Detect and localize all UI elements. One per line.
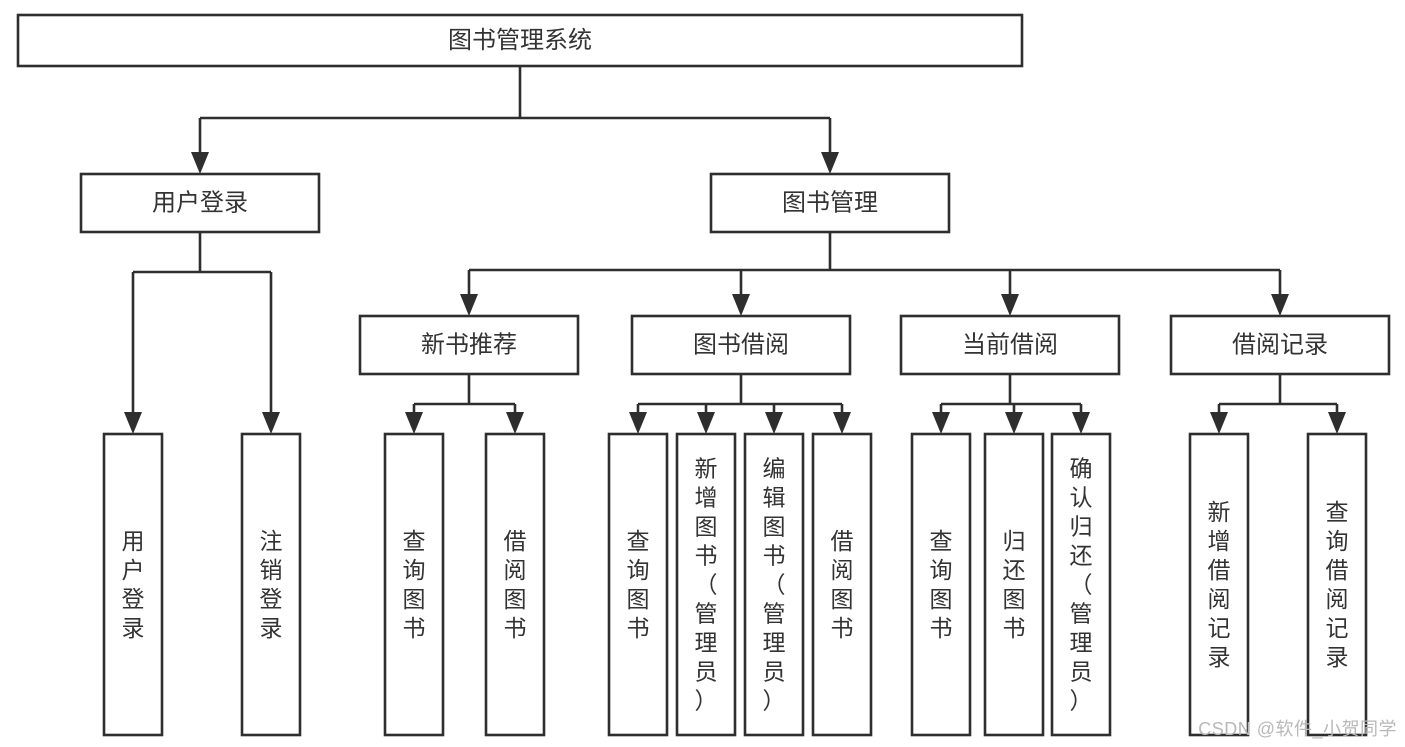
node-box-leaf-confirm-return-admin[interactable] xyxy=(1050,432,1112,737)
node-label-leaf-query-book-current: 查询图书 xyxy=(930,528,953,641)
node-leaf-query-book-recommend[interactable]: 查询图书 xyxy=(383,432,445,737)
node-root[interactable]: 图书管理系统 xyxy=(16,13,1024,68)
node-box-leaf-return-book[interactable] xyxy=(983,432,1045,737)
node-box-leaf-borrow-book[interactable] xyxy=(811,432,873,737)
node-leaf-add-borrow-record[interactable]: 新增借阅记录 xyxy=(1188,432,1250,737)
arrow-head-book-borrow-to-leafB xyxy=(697,412,715,434)
node-layer: 图书管理系统用户登录图书管理新书推荐图书借阅当前借阅借阅记录用户登录注销登录查询… xyxy=(16,13,1391,737)
node-book-borrow[interactable]: 图书借阅 xyxy=(630,314,852,376)
node-box-user-login[interactable] xyxy=(79,172,321,234)
node-box-root[interactable] xyxy=(16,13,1024,68)
node-label-book-management: 图书管理 xyxy=(782,189,878,216)
arrow-head-book-borrow-to-leafC xyxy=(765,412,783,434)
node-label-user-login: 用户登录 xyxy=(152,189,248,216)
node-box-new-book-recommend[interactable] xyxy=(358,314,580,376)
node-label-leaf-return-book: 归还图书 xyxy=(1003,528,1026,641)
node-label-root: 图书管理系统 xyxy=(448,27,592,54)
node-label-leaf-add-borrow-record: 新增借阅记录 xyxy=(1208,499,1231,670)
node-box-leaf-query-book-borrow[interactable] xyxy=(607,432,669,737)
arrow-head-book-mgmt-to-new-book xyxy=(460,294,478,316)
node-box-leaf-edit-book-admin[interactable] xyxy=(743,432,805,737)
node-label-leaf-add-book-admin: 新增图书（管理员） xyxy=(695,456,718,714)
csdn-watermark: CSDN @软件_小贺同学 xyxy=(1198,719,1397,739)
node-leaf-add-book-admin[interactable]: 新增图书（管理员） xyxy=(675,432,737,737)
arrow-head-current-borrow-to-leafC xyxy=(1072,412,1090,434)
node-leaf-query-book-borrow[interactable]: 查询图书 xyxy=(607,432,669,737)
node-current-borrow[interactable]: 当前借阅 xyxy=(899,314,1121,376)
node-label-leaf-confirm-return-admin: 确认归还（管理员） xyxy=(1070,456,1093,714)
node-box-leaf-user-login[interactable] xyxy=(102,432,164,737)
node-leaf-query-book-current[interactable]: 查询图书 xyxy=(910,432,972,737)
node-box-leaf-query-book-current[interactable] xyxy=(910,432,972,737)
node-box-book-borrow[interactable] xyxy=(630,314,852,376)
node-label-new-book-recommend: 新书推荐 xyxy=(421,331,517,358)
node-book-management[interactable]: 图书管理 xyxy=(709,172,951,234)
node-borrow-record[interactable]: 借阅记录 xyxy=(1169,314,1391,376)
arrow-head-user-login-to-leaf1 xyxy=(124,412,142,434)
node-leaf-return-book[interactable]: 归还图书 xyxy=(983,432,1045,737)
arrow-head-borrow-record-to-leafA xyxy=(1210,412,1228,434)
arrow-head-new-book-to-leafB xyxy=(506,412,524,434)
node-user-login[interactable]: 用户登录 xyxy=(79,172,321,234)
node-leaf-logout[interactable]: 注销登录 xyxy=(240,432,302,737)
node-box-leaf-query-book-recommend[interactable] xyxy=(383,432,445,737)
node-box-current-borrow[interactable] xyxy=(899,314,1121,376)
arrow-head-root-to-book-management xyxy=(821,152,839,174)
node-label-current-borrow: 当前借阅 xyxy=(962,331,1058,358)
arrow-head-book-borrow-to-leafA xyxy=(629,412,647,434)
node-label-leaf-borrow-book-recommend: 借阅图书 xyxy=(504,528,527,641)
node-label-leaf-user-login: 用户登录 xyxy=(122,528,145,641)
node-leaf-query-borrow-record[interactable]: 查询借阅记录 xyxy=(1306,432,1368,737)
node-label-leaf-query-book-recommend: 查询图书 xyxy=(403,528,426,641)
node-leaf-borrow-book[interactable]: 借阅图书 xyxy=(811,432,873,737)
node-leaf-user-login[interactable]: 用户登录 xyxy=(102,432,164,737)
arrow-head-user-login-to-leaf2 xyxy=(262,412,280,434)
node-box-leaf-logout[interactable] xyxy=(240,432,302,737)
node-label-book-borrow: 图书借阅 xyxy=(693,331,789,358)
node-label-leaf-edit-book-admin: 编辑图书（管理员） xyxy=(763,456,786,714)
node-label-leaf-logout: 注销登录 xyxy=(260,528,283,641)
arrow-head-current-borrow-to-leafA xyxy=(932,412,950,434)
connector-layer xyxy=(124,66,1346,434)
node-box-leaf-borrow-book-recommend[interactable] xyxy=(484,432,546,737)
node-label-borrow-record: 借阅记录 xyxy=(1232,331,1328,358)
node-box-leaf-add-book-admin[interactable] xyxy=(675,432,737,737)
node-leaf-borrow-book-recommend[interactable]: 借阅图书 xyxy=(484,432,546,737)
arrow-head-new-book-to-leafA xyxy=(405,412,423,434)
arrow-head-book-mgmt-to-borrow-record xyxy=(1271,294,1289,316)
arrow-head-book-mgmt-to-book-borrow xyxy=(732,294,750,316)
node-box-leaf-add-borrow-record[interactable] xyxy=(1188,432,1250,737)
node-label-leaf-query-borrow-record: 查询借阅记录 xyxy=(1326,499,1349,670)
arrow-head-book-borrow-to-leafD xyxy=(833,412,851,434)
node-label-leaf-borrow-book: 借阅图书 xyxy=(831,528,854,641)
node-box-borrow-record[interactable] xyxy=(1169,314,1391,376)
arrow-head-borrow-record-to-leafB xyxy=(1328,412,1346,434)
arrow-head-root-to-user-login xyxy=(191,152,209,174)
node-label-leaf-query-book-borrow: 查询图书 xyxy=(627,528,650,641)
arrow-head-current-borrow-to-leafB xyxy=(1005,412,1023,434)
node-box-leaf-query-borrow-record[interactable] xyxy=(1306,432,1368,737)
node-box-book-management[interactable] xyxy=(709,172,951,234)
node-leaf-confirm-return-admin[interactable]: 确认归还（管理员） xyxy=(1050,432,1112,737)
node-leaf-edit-book-admin[interactable]: 编辑图书（管理员） xyxy=(743,432,805,737)
node-new-book-recommend[interactable]: 新书推荐 xyxy=(358,314,580,376)
arrow-head-book-mgmt-to-current-borrow xyxy=(1001,294,1019,316)
